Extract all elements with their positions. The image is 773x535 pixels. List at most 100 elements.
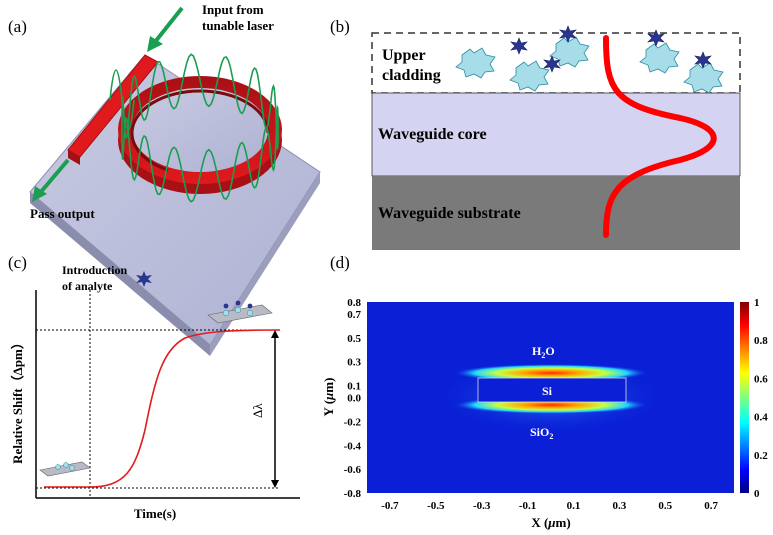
x-tick-label: -0.3	[473, 500, 491, 512]
y-label-mu: μ	[321, 393, 336, 401]
panel-b-label: (b)	[330, 17, 350, 36]
chip-before-blob	[69, 465, 75, 471]
x-tick-labels: -0.7 -0.5 -0.3 -0.1 0.1 0.3 0.5 0.7	[381, 500, 718, 512]
delta-label: Δλ	[250, 403, 265, 418]
analyte-blob	[549, 36, 590, 68]
analyte-star	[694, 51, 712, 69]
x-tick-label: 0.1	[567, 500, 581, 512]
y-tick-label: 0.0	[347, 393, 361, 405]
h2o-label: H2O	[532, 344, 555, 360]
x-label-mu: μ	[547, 515, 555, 530]
delta-arrow-top	[271, 330, 279, 338]
y-tick-label: 0.3	[347, 357, 361, 369]
input-arrow	[153, 6, 184, 44]
panel-d-label: (d)	[330, 253, 350, 272]
chip-after-blob	[234, 306, 242, 314]
waveguide-substrate	[372, 176, 740, 250]
intro-label-2: of analyte	[62, 279, 113, 293]
colorbar-tick-label: 0.8	[754, 335, 768, 347]
h2o-sub: 2	[541, 351, 545, 360]
analyte-blob	[455, 47, 496, 79]
analyte-star	[647, 29, 665, 47]
analyte-stars	[510, 25, 712, 73]
colorbar	[740, 302, 749, 493]
y-tick-label: -0.2	[344, 416, 362, 428]
x-tick-label: 0.3	[612, 500, 626, 512]
input-label-1: Input from	[202, 2, 264, 17]
sio2-sub: 2	[549, 432, 553, 441]
ring-inner	[132, 88, 268, 172]
output-label: Pass output	[30, 206, 95, 221]
core-label: Waveguide core	[378, 126, 487, 143]
analyte-star	[510, 37, 528, 55]
x-tick-label: -0.5	[427, 500, 445, 512]
chip-after-icon	[207, 300, 273, 324]
y-tick-label: 0.1	[347, 381, 361, 393]
chip-before-blob	[55, 464, 61, 470]
field-lobe-top	[453, 364, 649, 382]
colorbar-tick-label: 0.6	[754, 373, 768, 385]
y-tick-label: 0.7	[347, 309, 361, 321]
analyte-blob	[639, 42, 680, 74]
substrate-label: Waveguide substrate	[378, 205, 521, 222]
chip-after-blob	[222, 309, 230, 317]
si-core-outline	[477, 377, 627, 403]
input-label-2: tunable laser	[202, 18, 274, 33]
chip-after-star	[235, 300, 241, 306]
h2o-o: O	[545, 344, 554, 358]
analyte-star	[559, 25, 577, 43]
x-tick-label: 0.5	[658, 500, 672, 512]
input-arrow-head	[147, 36, 163, 52]
chip-after-plate	[207, 304, 273, 324]
intro-analyte-star	[136, 271, 152, 287]
y-label-post: m)	[321, 378, 336, 393]
x-tick-label: -0.7	[381, 500, 399, 512]
chip-after-star	[247, 303, 253, 309]
x-tick-label: 0.7	[704, 500, 718, 512]
colorbar-tick-labels: 1 0.8 0.6 0.4 0.2 0	[754, 297, 768, 500]
shift-curve	[44, 329, 281, 488]
si-label: Si	[542, 384, 553, 398]
y-tick-label: 0.5	[347, 333, 361, 345]
wave-ring	[121, 53, 279, 203]
y-tick-label: -0.4	[344, 440, 362, 452]
heatmap-y-label: Y (μm)	[321, 378, 336, 417]
intro-label-1: Introduction	[62, 263, 127, 277]
panel-a: (a) Input from tunable laser Pass output	[8, 2, 321, 356]
panel-c: (c) Δλ Introduction of analyte Relative …	[8, 253, 300, 521]
panel-a-label: (a)	[8, 17, 27, 36]
delta-arrow-bottom	[271, 480, 279, 488]
chip-plate-side-left	[30, 192, 210, 356]
chip-after-star	[223, 303, 229, 309]
x-label-pre: X (	[531, 515, 548, 530]
output-arrow-head	[32, 186, 47, 202]
y-axis-label: Relative Shift（Δpm）	[10, 336, 25, 464]
y-tick-label: 0.8	[347, 297, 361, 309]
analyte-star	[543, 55, 561, 73]
sio2-sio: SiO	[530, 425, 549, 439]
h2o-h: H	[532, 344, 542, 358]
colorbar-tick-label: 0.4	[754, 412, 768, 424]
y-tick-label: -0.8	[344, 488, 362, 500]
colorbar-tick-label: 0.2	[754, 450, 768, 462]
upper-cladding-label-2: cladding	[382, 67, 441, 84]
chip-before-icon	[39, 461, 91, 477]
colorbar-tick-label: 1	[754, 297, 760, 309]
analyte-blob	[683, 62, 724, 94]
x-tick-label: -0.1	[519, 500, 536, 512]
analytes	[455, 25, 724, 94]
panel-b: (b) Upper cladding Waveguide core Wavegu…	[330, 17, 741, 250]
analyte-blob	[509, 60, 550, 92]
x-axis-label: Time(s)	[134, 506, 176, 521]
sio2-label: SiO2	[530, 425, 553, 441]
colorbar-tick-label: 0	[754, 488, 760, 500]
upper-cladding-label-1: Upper	[382, 47, 426, 64]
y-tick-label: -0.6	[344, 464, 362, 476]
chip-before-blob	[63, 462, 69, 468]
panel-c-label: (c)	[8, 253, 27, 272]
y-label-pre: Y (	[321, 400, 336, 417]
y-tick-labels: 0.80.7 0.5 0.3 0.10.0 -0.2 -0.4 -0.6 -0.8	[344, 297, 362, 500]
heatmap-x-label: X (μm)	[531, 515, 570, 530]
